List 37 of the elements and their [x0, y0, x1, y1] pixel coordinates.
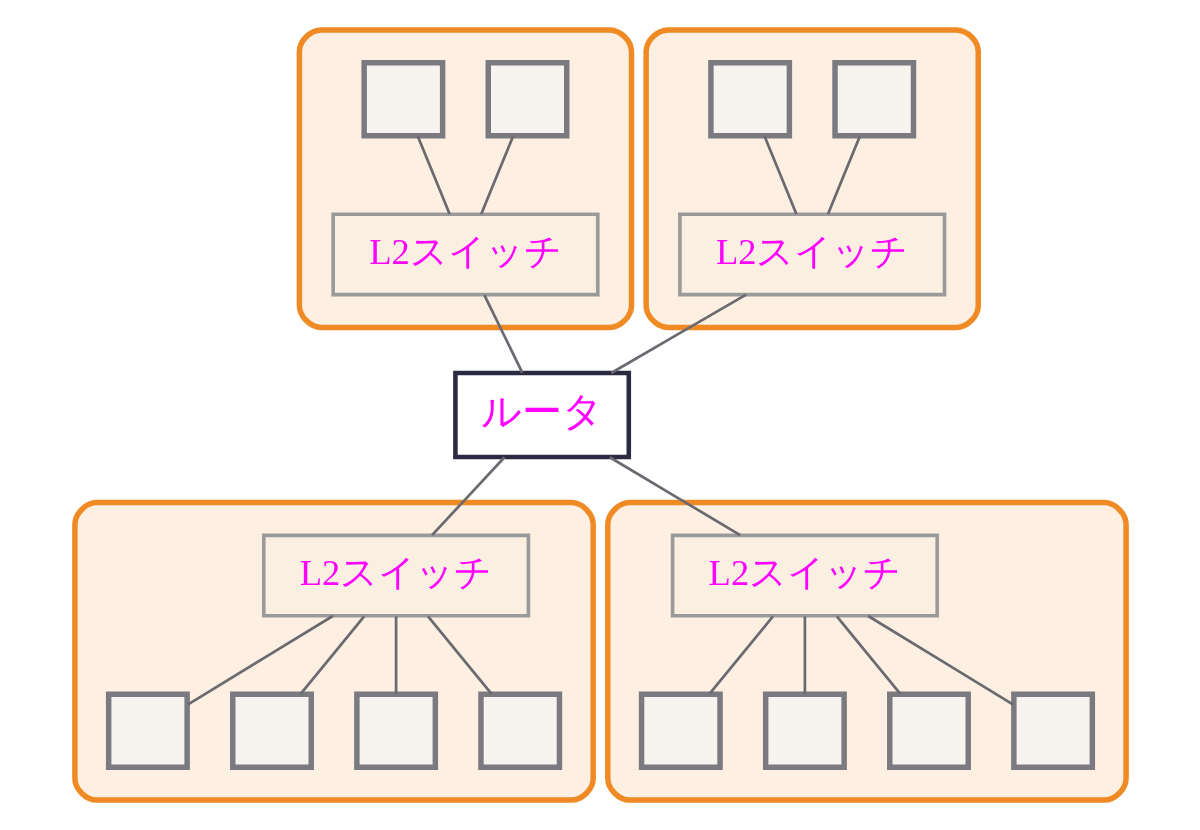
connector — [394, 616, 397, 695]
node-monitor — [886, 691, 971, 770]
node-box: L2スイッチ — [670, 533, 939, 618]
node-monitor — [707, 60, 792, 139]
connector — [608, 456, 741, 537]
node-box: L2スイッチ — [330, 212, 600, 297]
connector — [803, 616, 806, 695]
connector — [298, 615, 365, 695]
node-monitor — [638, 691, 723, 770]
node-monitor — [762, 691, 847, 770]
node-monitor — [229, 691, 314, 770]
connector — [835, 615, 902, 695]
cluster — [71, 499, 596, 803]
connector — [426, 615, 493, 695]
node-monitor — [831, 60, 916, 139]
connector — [479, 135, 514, 215]
cluster — [296, 27, 634, 331]
node-monitor — [1010, 691, 1095, 770]
cluster — [604, 499, 1129, 803]
connector — [482, 294, 524, 374]
node-box: ルータ — [452, 370, 631, 460]
node-box: L2スイッチ — [677, 212, 946, 297]
node-monitor — [353, 691, 438, 770]
node-monitor — [477, 691, 562, 770]
connector — [866, 614, 1014, 706]
connector — [610, 293, 747, 375]
connector — [416, 135, 451, 215]
node-monitor — [105, 691, 190, 770]
node-monitor — [485, 60, 569, 139]
node-box: L2スイッチ — [261, 533, 530, 618]
connector — [430, 456, 505, 537]
connector — [826, 135, 861, 215]
node-monitor — [360, 60, 445, 139]
connector — [762, 135, 798, 215]
connector — [707, 615, 774, 695]
connector — [186, 614, 334, 706]
cluster — [642, 27, 981, 331]
